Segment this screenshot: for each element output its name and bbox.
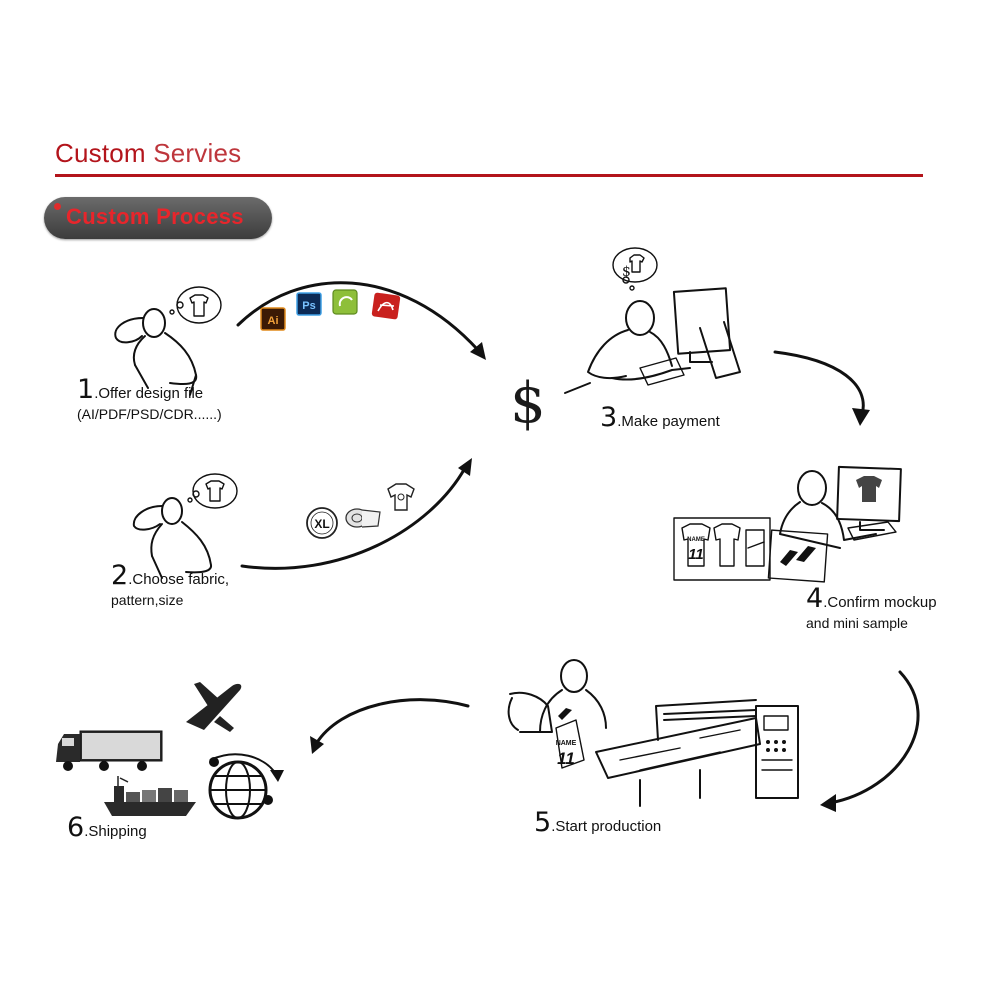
illustrator-file-label: Ai: [268, 315, 279, 327]
cargo-ship-icon: [104, 776, 196, 816]
production-number-label: 11: [557, 749, 575, 768]
step-5-title: .Start production: [551, 818, 662, 835]
badge-label: Custom Process: [66, 204, 244, 229]
step-3-title: .Make payment: [617, 413, 720, 430]
truck-icon: [56, 730, 163, 771]
badge-dot-icon: [54, 203, 61, 210]
airplane-icon: [186, 682, 242, 732]
step-2-subtitle: pattern,size: [111, 592, 184, 608]
step-2-label: 2.Choose fabric, pattern,size: [111, 562, 230, 610]
arrow-payment-to-step4: [773, 350, 870, 426]
coreldraw-file-icon: [332, 289, 358, 315]
step-1-label: 1.Offer design file (AI/PDF/PSD/CDR.....…: [77, 376, 222, 424]
photoshop-file-icon: Ps: [296, 292, 322, 316]
arrow-step1-to-payment: [236, 281, 486, 360]
pdf-file-icon: [371, 292, 401, 320]
step-4-number: 4: [806, 583, 824, 614]
step-3-label: 3.Make payment: [600, 404, 720, 432]
person-at-computer-icon: $: [587, 247, 741, 386]
arrow-step2-to-payment: [240, 458, 472, 570]
step-1-subtitle: (AI/PDF/PSD/CDR......): [77, 406, 222, 422]
step-4-label: 4.Confirm mockup and mini sample: [806, 585, 937, 633]
section-title-rest: Servies: [145, 138, 242, 168]
dollar-icon: $: [510, 371, 546, 436]
person-reviewing-mockup-icon: [779, 465, 902, 549]
section-title-accent: Custom: [55, 138, 146, 168]
payment-connector: [564, 382, 591, 394]
step-5-label: 5.Start production: [534, 809, 662, 837]
size-tag-label: XL: [314, 517, 329, 531]
step-4-title: .Confirm mockup: [823, 594, 937, 611]
mockup-name-label: NAME: [687, 537, 705, 543]
heat-press-machine-icon: [595, 699, 799, 807]
mockup-sheet-icon: NAME 11: [673, 517, 829, 583]
step-1-title: .Offer design file: [94, 385, 204, 402]
step-6-number: 6: [67, 812, 85, 843]
title-divider: [55, 174, 923, 177]
step-6-label: 6.Shipping: [67, 814, 147, 842]
process-badge: Custom Process: [44, 197, 272, 239]
step-1-number: 1: [77, 374, 95, 405]
tshirt-icon: [387, 483, 415, 511]
sewing-worker-icon: NAME 11: [507, 659, 607, 769]
photoshop-file-label: Ps: [302, 300, 315, 312]
step-6-title: .Shipping: [84, 823, 147, 840]
person-thinking-icon-2: [132, 473, 238, 579]
step-2-title: .Choose fabric,: [128, 571, 230, 588]
step-3-number: 3: [600, 402, 618, 433]
globe-icon: [208, 753, 284, 820]
size-tag-icon: XL: [306, 507, 338, 539]
person-thinking-icon-1: [114, 286, 222, 396]
step-5-number: 5: [534, 807, 552, 838]
arrow-step4-to-step5: [820, 670, 920, 812]
mockup-number-label: 11: [688, 546, 704, 563]
production-name-label: NAME: [556, 740, 577, 747]
step-2-number: 2: [111, 560, 129, 591]
section-title: Custom Servies: [55, 138, 241, 169]
arrow-step5-to-step6: [310, 698, 470, 754]
fabric-roll-icon: [345, 508, 381, 528]
step-4-subtitle: and mini sample: [806, 615, 908, 631]
illustrator-file-icon: Ai: [260, 307, 286, 331]
thought-dollar-icon: $: [622, 264, 631, 280]
